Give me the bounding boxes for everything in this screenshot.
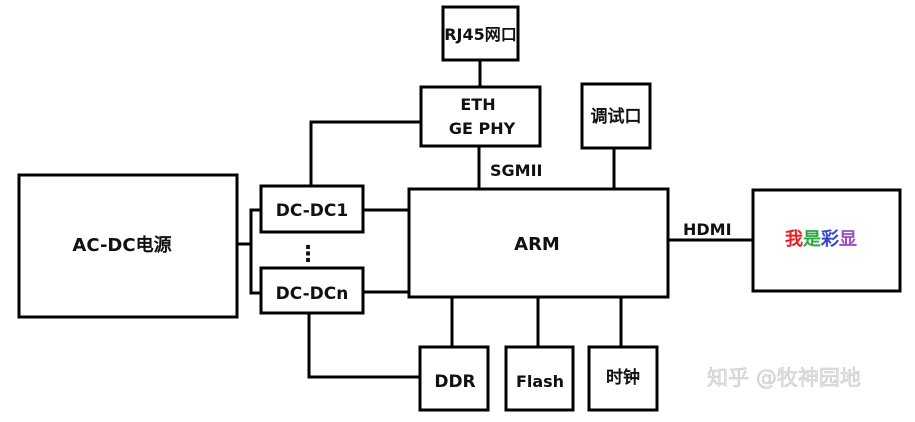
display-label: 我是彩显 (785, 229, 857, 250)
wire-branch-dcdc (249, 208, 261, 295)
node-rj45: RJ45网口 (441, 5, 520, 62)
dcdc-ellipsis: ⋮ (297, 242, 319, 267)
ddr-label: DDR (434, 372, 475, 392)
flash-label: Flash (516, 372, 564, 391)
node-arm: ARM (407, 187, 670, 299)
sgmii-label: SGMII (490, 161, 542, 180)
node-dcdcn: DC-DCn (259, 266, 365, 315)
wire-dcdc1-eth (309, 120, 421, 186)
node-clock: 时钟 (587, 345, 659, 412)
dcdc1-label: DC-DC1 (276, 201, 348, 221)
node-color-display: 我是彩显 (751, 188, 902, 293)
eth-phy-label-line2: GE PHY (449, 119, 516, 138)
node-debug-port: 调试口 (580, 82, 652, 150)
eth-phy-label-line1: ETH (460, 95, 495, 114)
display-char-4: 显 (839, 229, 857, 250)
wire-dcdcn-ddr (307, 313, 420, 379)
node-dcdc1: DC-DC1 (259, 184, 365, 234)
clock-label: 时钟 (606, 367, 640, 388)
display-char-1: 我 (785, 229, 803, 250)
connections (237, 60, 753, 379)
node-ddr: DDR (418, 345, 490, 412)
node-eth-phy: ETH GE PHY (419, 85, 542, 148)
arm-label: ARM (514, 234, 560, 255)
debug-port-label: 调试口 (591, 107, 642, 127)
watermark: 知乎 @牧神园地 (707, 366, 861, 390)
display-char-2: 是 (802, 229, 821, 250)
node-flash: Flash (504, 345, 575, 412)
acdc-label: AC-DC电源 (72, 234, 171, 256)
rj45-label: RJ45网口 (444, 25, 517, 44)
node-acdc-power: AC-DC电源 (17, 173, 239, 319)
display-char-3: 彩 (820, 229, 839, 250)
dcdcn-label: DC-DCn (276, 284, 349, 304)
hdmi-label: HDMI (683, 220, 732, 239)
